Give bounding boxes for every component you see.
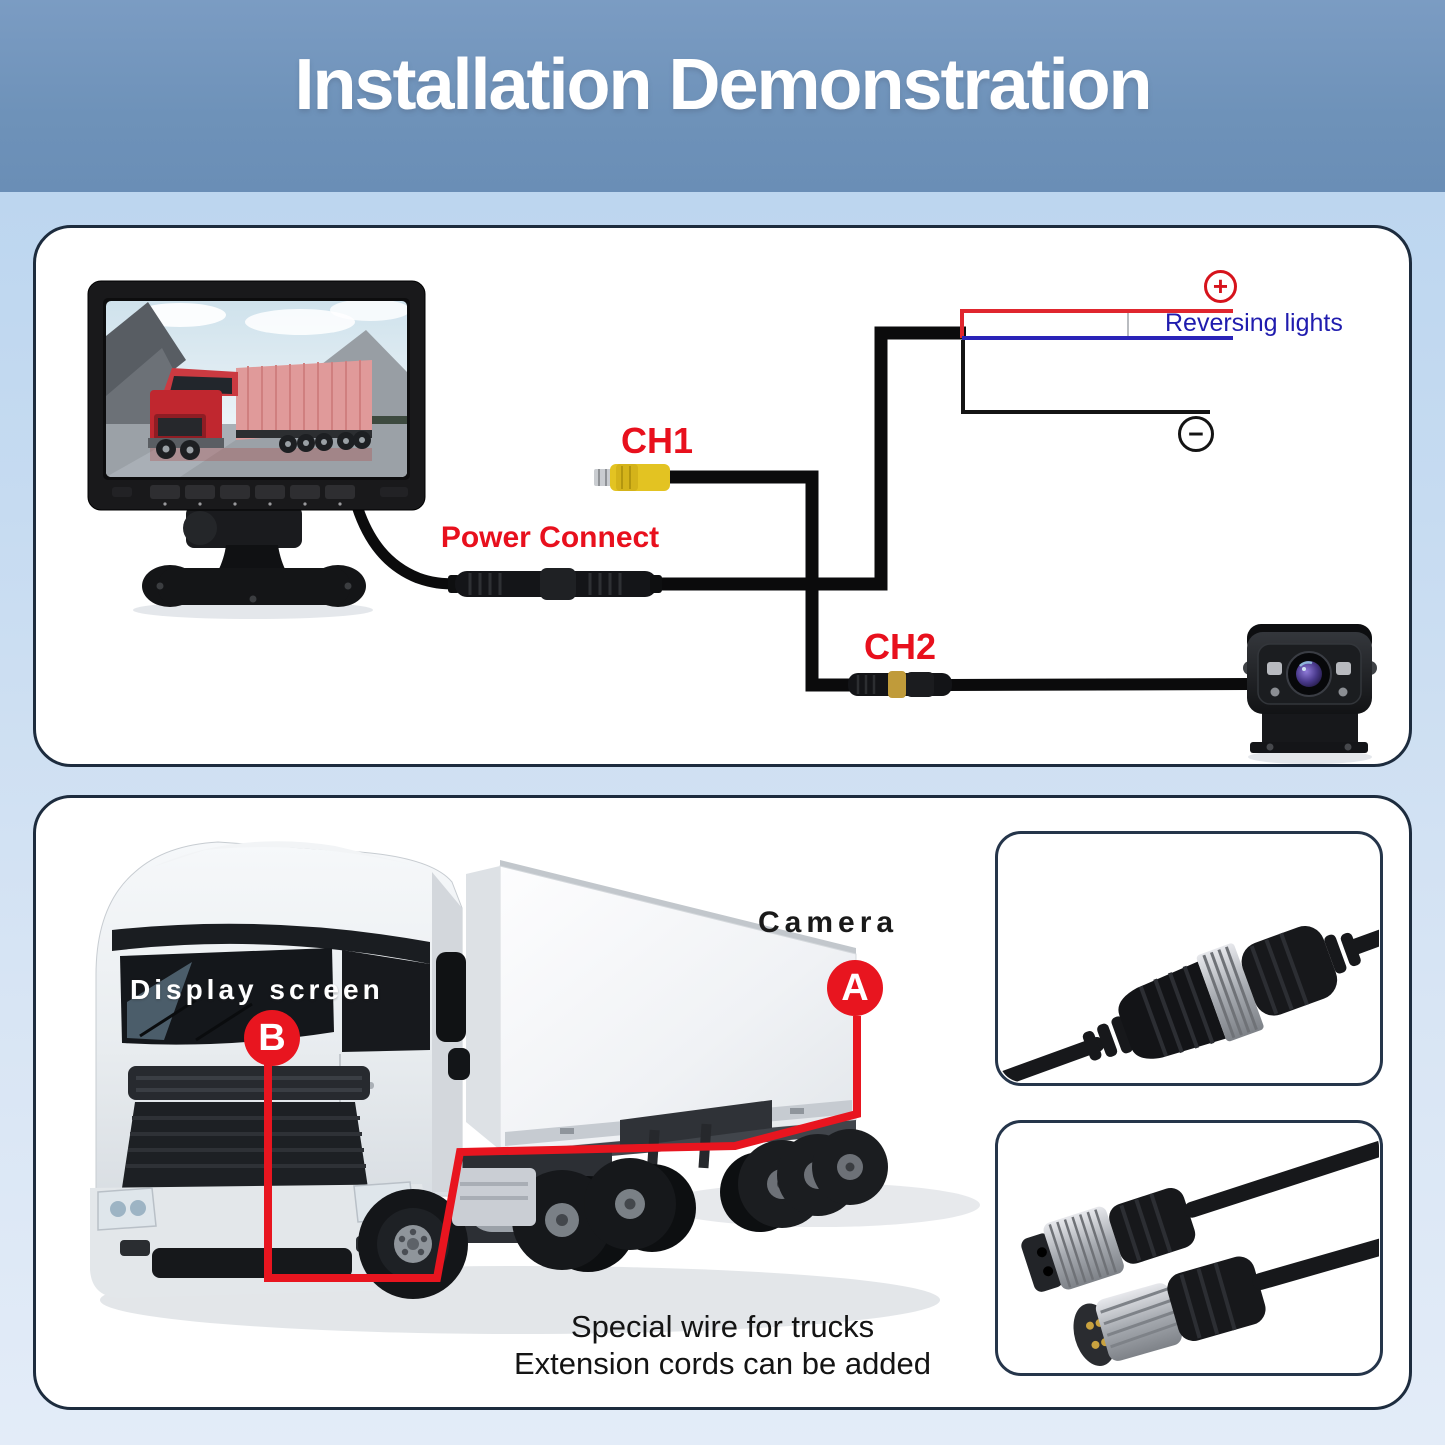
note-line-2: Extension cords can be added [513,1346,932,1381]
header-band [0,0,1445,192]
connector-joined-inset [995,831,1383,1086]
display-screen-label: Display screen [130,974,384,1005]
power-connect-label: Power Connect [440,521,660,554]
camera-label: Camera [758,906,899,939]
special-wire-note: Special wire for trucks Extension cords … [430,1308,1015,1382]
reversing-lights-label: Reversing lights [1165,309,1343,337]
ch1-label: CH1 [620,420,694,461]
ch2-label: CH2 [863,626,937,667]
note-line-1: Special wire for trucks [570,1309,875,1344]
wiring-diagram-panel [33,225,1412,767]
positive-terminal-icon: + [1204,270,1237,303]
connector-pair-inset [995,1120,1383,1376]
marker-b-badge: B [244,1010,300,1066]
negative-terminal-icon: − [1178,416,1214,452]
page-title: Installation Demonstration [294,45,1152,125]
marker-a-badge: A [827,960,883,1016]
